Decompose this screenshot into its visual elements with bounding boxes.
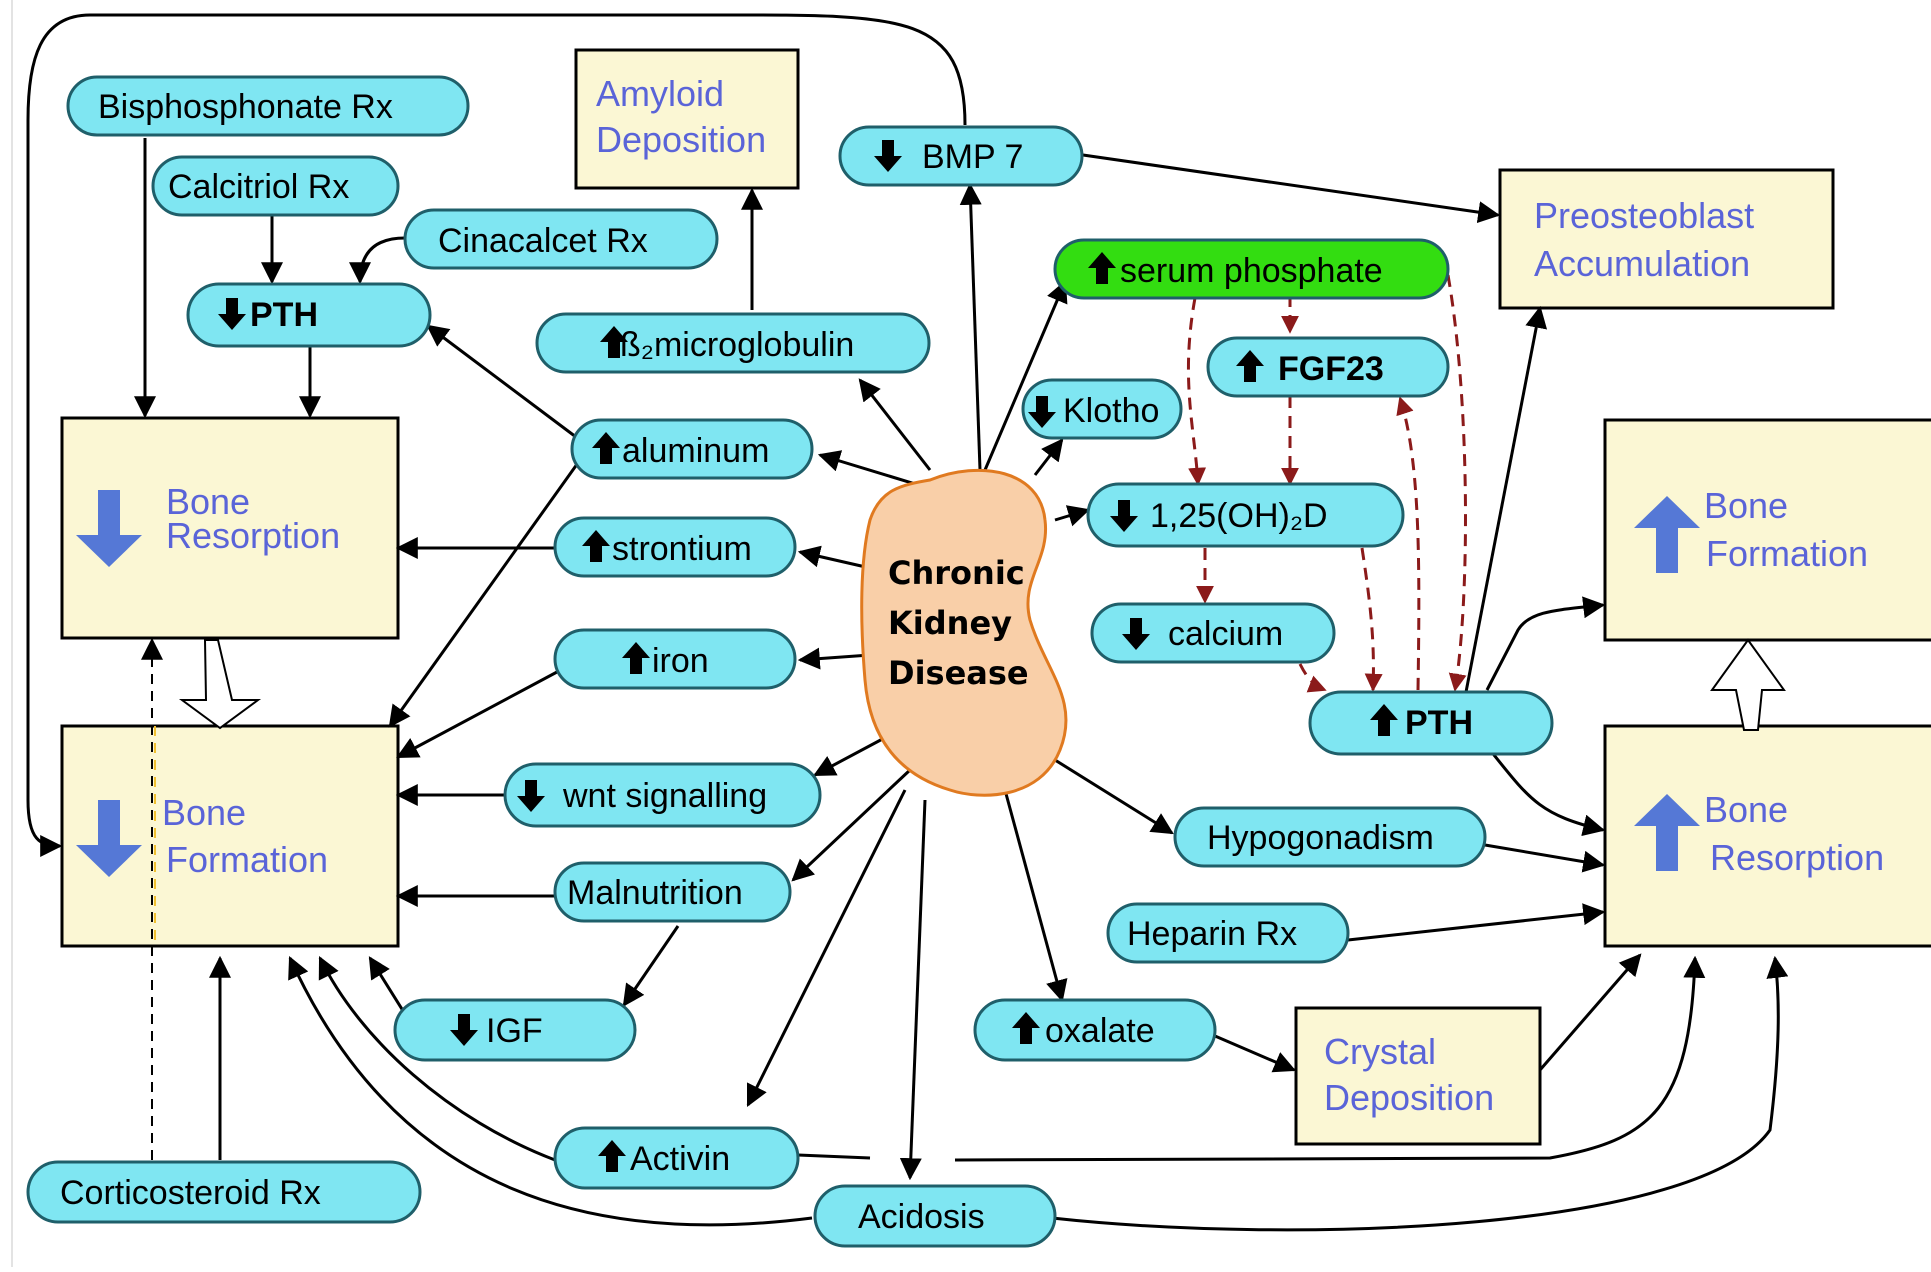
node-calcium: calcium <box>1168 615 1283 653</box>
node-serum-phosphate: serum phosphate <box>1120 252 1383 290</box>
box-bone-resorption-left-line2: Resorption <box>166 515 340 556</box>
ckd-line2: Kidney <box>888 604 1012 642</box>
hollow-arrow-right <box>1710 638 1786 731</box>
hollow-arrow-left <box>178 639 262 730</box>
down-arrow-icon <box>1122 618 1150 650</box>
down-arrow-icon <box>517 780 545 812</box>
up-arrow-icon <box>1634 496 1700 573</box>
node-activin: Activin <box>630 1140 730 1178</box>
up-arrow-icon <box>1236 350 1264 382</box>
box-bone-formation-left-line2: Formation <box>166 839 328 880</box>
box-preosteoblast-line1: Preosteoblast <box>1534 195 1754 236</box>
node-bisphosphonate: Bisphosphonate Rx <box>98 88 393 126</box>
down-arrow-icon <box>874 140 902 172</box>
node-fgf23: FGF23 <box>1278 350 1384 388</box>
box-crystal-line1: Crystal <box>1324 1031 1436 1072</box>
node-pth-high: PTH <box>1405 704 1473 742</box>
box-crystal: Crystal Deposition <box>1294 1006 1542 1146</box>
down-arrow-icon <box>218 298 246 330</box>
node-strontium: strontium <box>612 530 752 568</box>
box-bone-resorption-left: Bone Resorption <box>60 416 400 640</box>
node-heparin: Heparin Rx <box>1127 915 1297 953</box>
down-arrow-icon <box>1028 396 1056 428</box>
node-klotho: Klotho <box>1063 392 1159 430</box>
box-amyloid-line2: Deposition <box>596 119 766 160</box>
node-hypogonadism: Hypogonadism <box>1207 819 1434 857</box>
node-igf: IGF <box>486 1012 543 1050</box>
down-arrow-icon <box>450 1014 478 1046</box>
box-amyloid-line1: Amyloid <box>596 73 724 114</box>
node-wnt: wnt signalling <box>562 777 767 815</box>
box-bone-formation-left: Bone Formation <box>60 724 400 948</box>
node-aluminum: aluminum <box>622 432 769 470</box>
ckd-kidney-shape: Chronic Kidney Disease <box>860 468 1068 797</box>
box-crystal-line2: Deposition <box>1324 1077 1494 1118</box>
box-bone-resorption-right-line2: Resorption <box>1710 837 1884 878</box>
node-corticosteroid: Corticosteroid Rx <box>60 1174 321 1212</box>
up-arrow-icon <box>1012 1012 1040 1044</box>
node-malnutrition: Malnutrition <box>567 874 743 912</box>
down-arrow-icon <box>1110 500 1138 532</box>
node-vitd: 1,25(OH)₂D <box>1150 497 1328 535</box>
node-acidosis: Acidosis <box>858 1198 985 1236</box>
node-calcitriol: Calcitriol Rx <box>168 168 349 206</box>
box-bone-formation-right-line2: Formation <box>1706 533 1868 574</box>
ckd-line1: Chronic <box>888 554 1025 592</box>
up-arrow-icon <box>1088 252 1116 284</box>
node-iron: iron <box>652 642 709 680</box>
node-bmp7: BMP 7 <box>922 138 1023 176</box>
node-oxalate: oxalate <box>1045 1012 1155 1050</box>
box-preosteoblast-line2: Accumulation <box>1534 243 1750 284</box>
up-arrow-icon <box>598 1140 626 1172</box>
node-pth-low: PTH <box>250 296 318 334</box>
box-bone-resorption-right: Bone Resorption <box>1603 724 1931 948</box>
up-arrow-icon <box>1634 794 1700 871</box>
box-bone-formation-right: Bone Formation <box>1603 418 1931 642</box>
ckd-line3: Disease <box>888 654 1029 692</box>
box-bone-formation-left-line1: Bone <box>162 792 246 833</box>
up-arrow-icon <box>1370 704 1398 736</box>
box-bone-formation-right-line1: Bone <box>1704 485 1788 526</box>
node-cinacalcet: Cinacalcet Rx <box>438 222 648 260</box>
dashed-arrow-network <box>1186 274 1467 693</box>
down-arrow-icon <box>76 490 142 567</box>
up-arrow-icon <box>622 642 650 674</box>
down-arrow-icon <box>76 800 142 877</box>
box-preosteoblast: Preosteoblast Accumulation <box>1498 168 1835 310</box>
box-bone-resorption-right-line1: Bone <box>1704 789 1788 830</box>
left-border-line <box>11 0 13 1267</box>
arrow-network <box>26 13 1789 1232</box>
pill-shapes <box>26 75 1554 1248</box>
node-b2m: ß₂microglobulin <box>620 326 854 364</box>
up-arrow-icon <box>592 432 620 464</box>
up-arrow-icon <box>582 530 610 562</box>
box-amyloid: Amyloid Deposition <box>574 48 800 190</box>
up-arrow-icon <box>600 326 628 358</box>
box-bone-resorption-left-line1: Bone <box>166 481 250 522</box>
